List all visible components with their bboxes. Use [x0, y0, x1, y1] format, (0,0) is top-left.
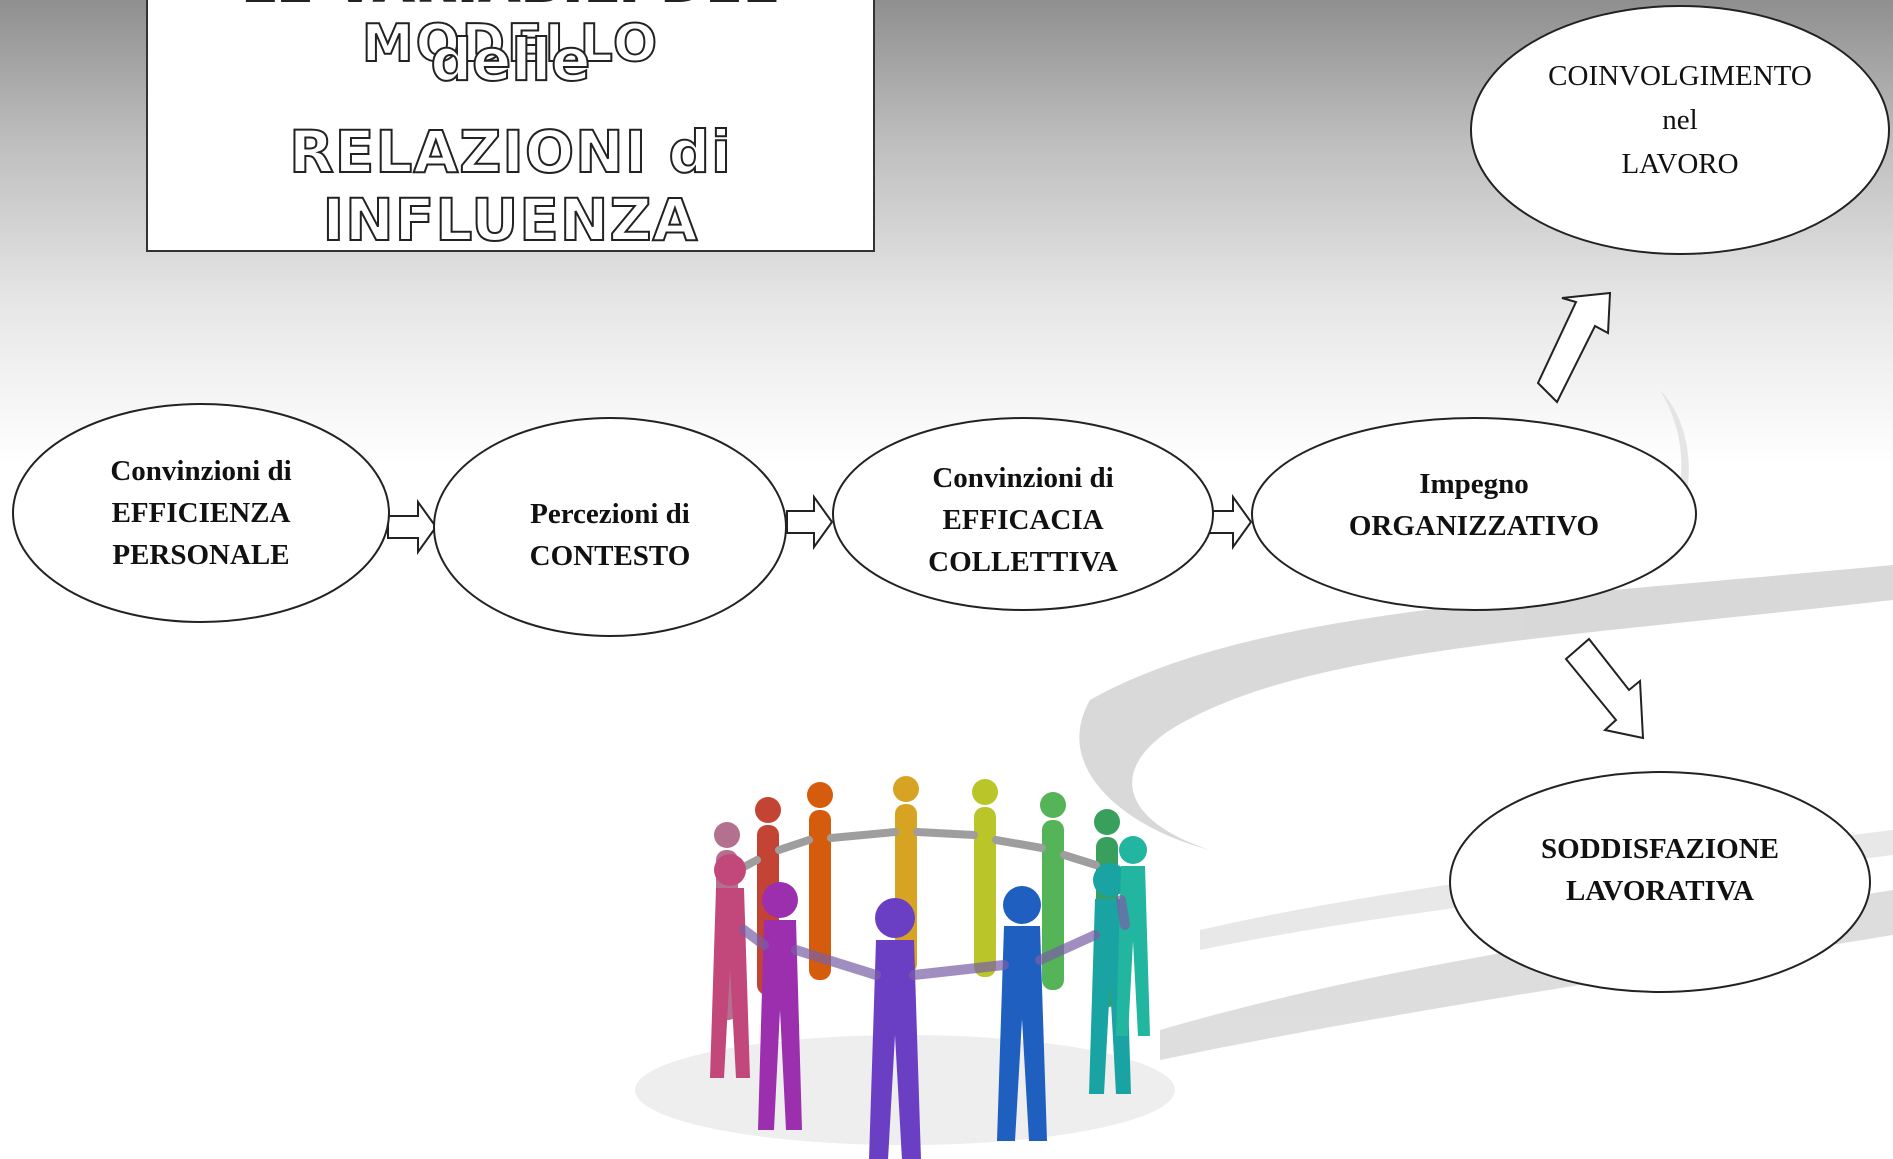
- label-line: LAVORO: [1621, 148, 1739, 180]
- label-line: PERSONALE: [112, 539, 290, 571]
- node-percezioni-contesto: [433, 417, 787, 637]
- arrow-impegno-soddisfazione: [1564, 637, 1645, 740]
- label-line: LAVORATIVA: [1566, 875, 1754, 907]
- title-line-1: LE VARIABILI DEL MODELLO: [241, 0, 778, 75]
- label-line: Impegno: [1419, 468, 1529, 500]
- label-line: CONTESTO: [529, 540, 691, 572]
- node-efficacia-collettiva: [832, 417, 1214, 611]
- node-impegno-organizzativo: [1251, 417, 1697, 611]
- arrow-contesto-efficacia: [786, 493, 834, 551]
- label-line: Convinzioni di: [110, 455, 292, 487]
- label-coinvolgimento-lavoro: COINVOLGIMENTO nel LAVORO: [1500, 50, 1860, 190]
- title-line-3: RELAZIONI di INFLUENZA: [288, 117, 732, 255]
- label-efficienza-personale: Convinzioni di EFFICIENZA PERSONALE: [30, 430, 372, 596]
- arrow-efficacia-impegno: [1205, 493, 1253, 551]
- people-circle-illustration: [635, 776, 1175, 1159]
- label-soddisfazione-lavorativa: SODDISFAZIONE LAVORATIVA: [1490, 815, 1830, 925]
- label-line: Percezioni di: [530, 498, 690, 530]
- arrow-impegno-coinvolgimento: [1536, 291, 1612, 404]
- label-line: EFFICACIA: [942, 504, 1104, 536]
- label-line: nel: [1662, 104, 1698, 136]
- node-soddisfazione-lavorativa: [1449, 771, 1871, 993]
- label-impegno-organizzativo: Impegno ORGANIZZATIVO: [1285, 455, 1663, 555]
- node-coinvolgimento-lavoro: [1470, 5, 1890, 255]
- label-line: COINVOLGIMENTO: [1548, 60, 1812, 92]
- label-line: SODDISFAZIONE: [1541, 833, 1779, 865]
- title-line-2: delle: [430, 25, 592, 95]
- arrow-efficienza-contesto: [387, 498, 438, 556]
- label-efficacia-collettiva: Convinzioni di EFFICACIA COLLETTIVA: [853, 450, 1193, 590]
- label-line: EFFICIENZA: [111, 497, 291, 529]
- label-line: ORGANIZZATIVO: [1348, 510, 1600, 542]
- label-percezioni-contesto: Percezioni di CONTESTO: [450, 480, 770, 590]
- node-efficienza-personale: [12, 403, 390, 623]
- label-line: COLLETTIVA: [928, 546, 1118, 578]
- label-line: Convinzioni di: [932, 462, 1114, 494]
- title-box: LE VARIABILI DEL MODELLO delle RELAZIONI…: [146, 0, 875, 255]
